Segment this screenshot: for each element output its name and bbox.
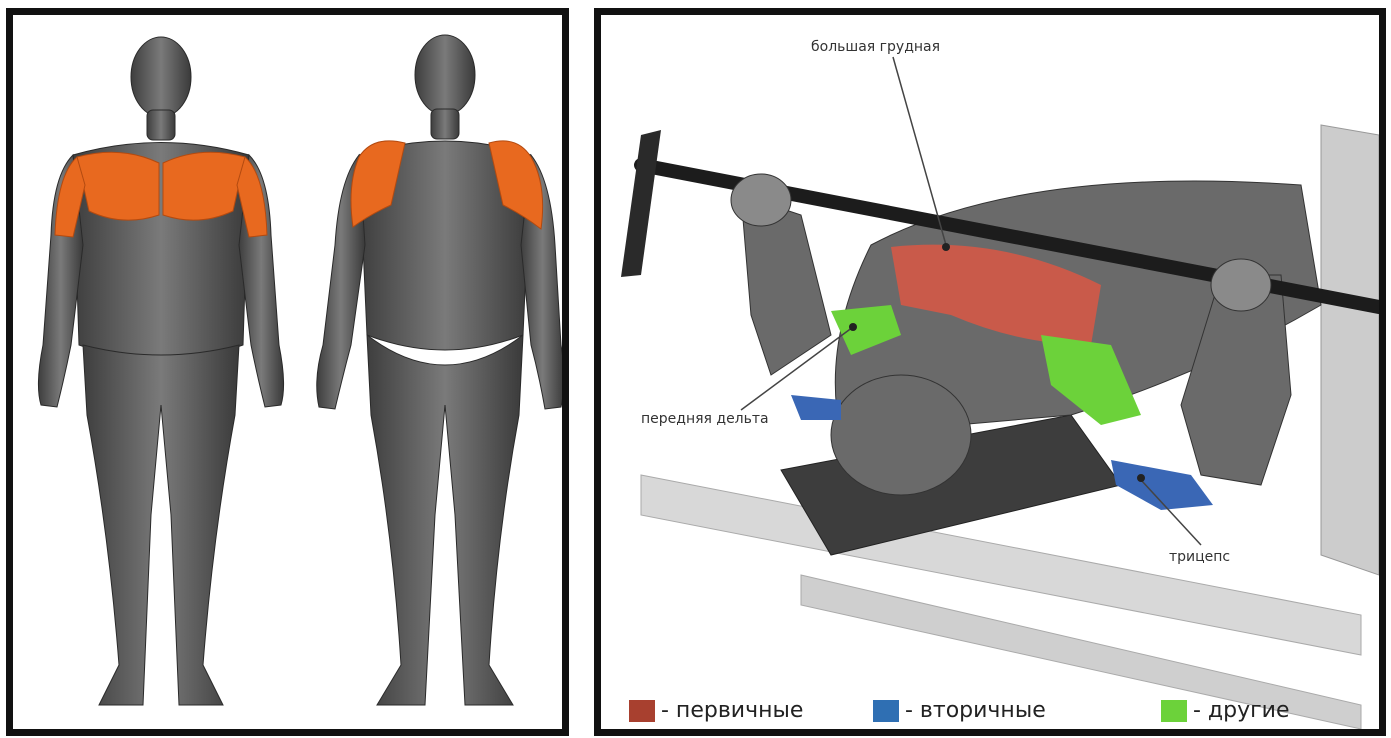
anatomy-panel	[6, 8, 569, 736]
legend-secondary-swatch	[873, 700, 899, 722]
legend-other-swatch	[1161, 700, 1187, 722]
back-figure	[317, 35, 562, 705]
front-delt-label: передняя дельта	[641, 411, 769, 427]
legend-secondary-text: - вторичные	[905, 698, 1046, 723]
triceps-label: трицепс	[1169, 549, 1230, 565]
right-hand	[1211, 259, 1271, 311]
legend-secondary: - вторичные	[873, 698, 1046, 723]
legend-primary-text: - первичные	[661, 698, 803, 723]
legend-other-text: - другие	[1193, 698, 1290, 723]
bench-press-illustration	[601, 15, 1379, 729]
legend-primary: - первичные	[629, 698, 803, 723]
front-figure	[38, 37, 283, 705]
triceps-marker	[1137, 474, 1145, 482]
legend-primary-swatch	[629, 700, 655, 722]
legend-other: - другие	[1161, 698, 1290, 723]
pectoralis-label: большая грудная	[811, 39, 940, 55]
bench-press-panel: большая грудная передняя дельта трицепс …	[594, 8, 1386, 736]
anatomy-illustration	[13, 15, 562, 729]
front-delt-marker	[849, 323, 857, 331]
pectoralis-marker	[942, 243, 950, 251]
triceps-left-highlight	[791, 395, 841, 420]
left-hand	[731, 174, 791, 226]
